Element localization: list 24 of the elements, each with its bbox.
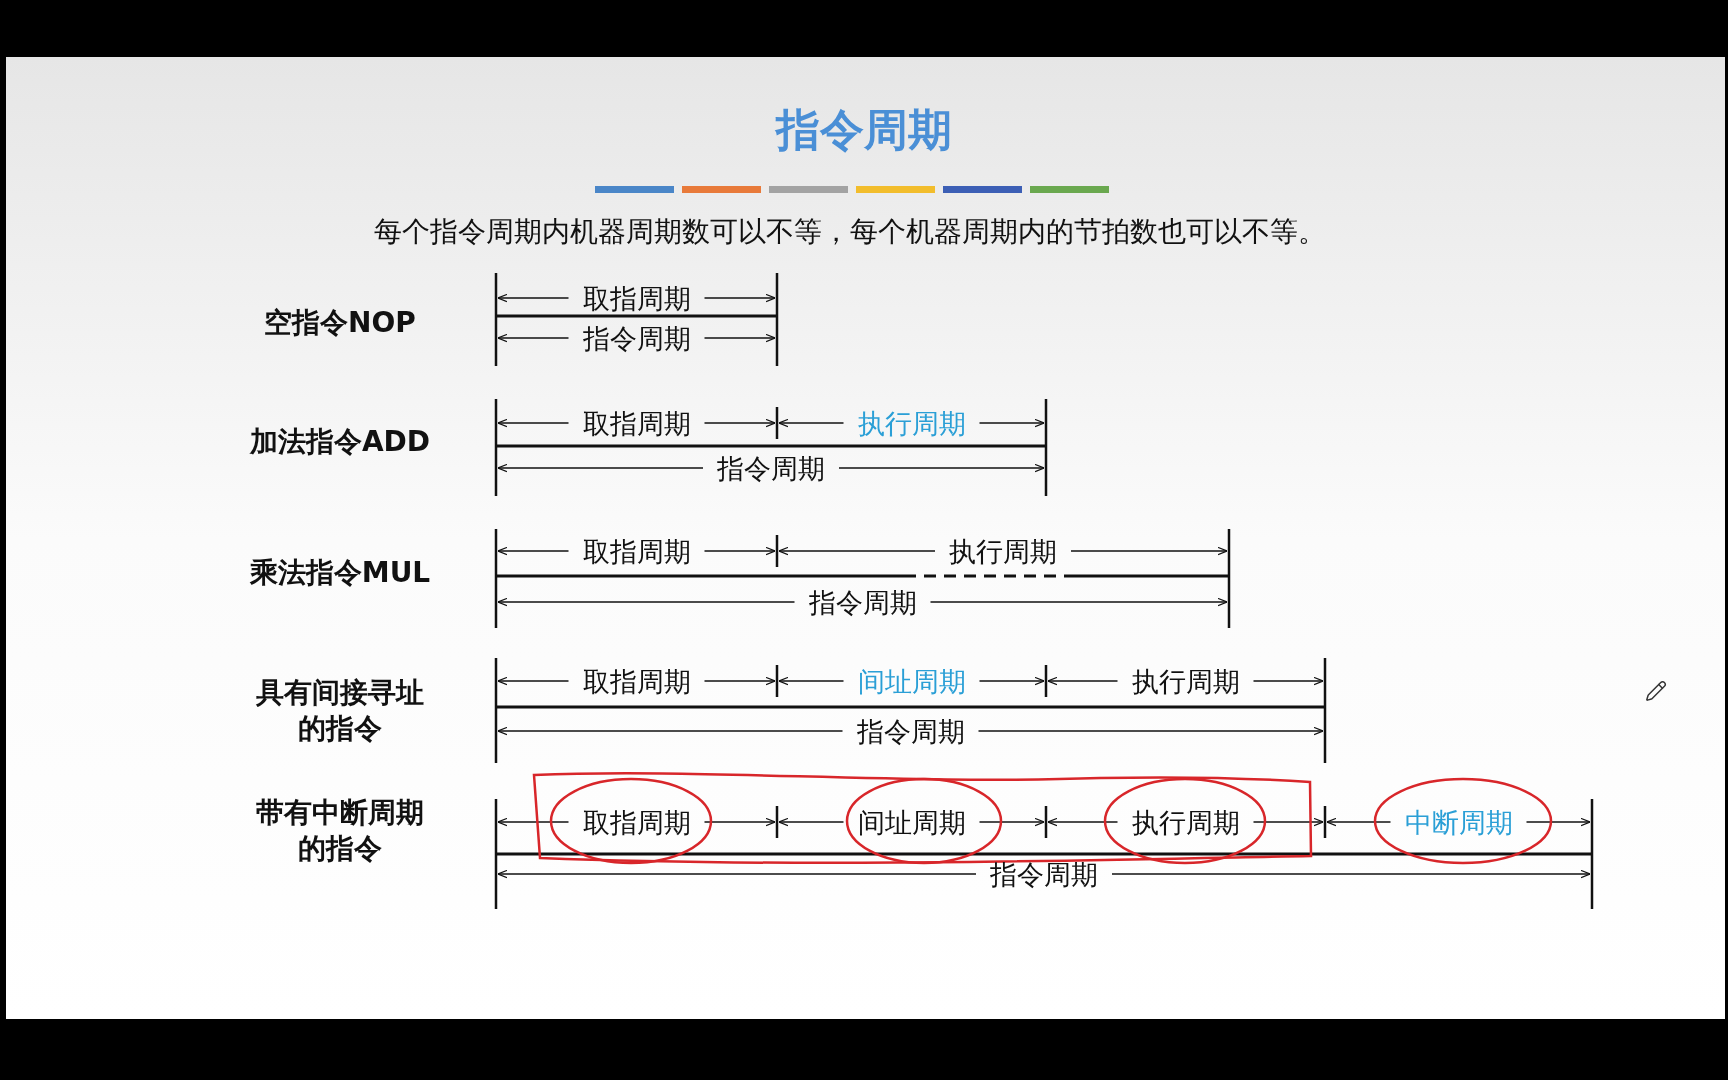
row-label: 具有间接寻址的指令 xyxy=(255,674,425,747)
row-label: 空指令NOP xyxy=(264,304,416,341)
description-text: 每个指令周期内机器周期数可以不等，每个机器周期内的节拍数也可以不等。 xyxy=(373,218,1327,246)
row-label: 乘法指令MUL xyxy=(249,554,431,591)
dimension-label: 指令周期 xyxy=(990,860,1098,888)
dimension-label: 间址周期 xyxy=(857,808,966,836)
dimension-label: 指令周期 xyxy=(582,324,691,352)
dimension-label: 执行周期 xyxy=(857,409,966,437)
dimension-label: 取指周期 xyxy=(582,667,691,695)
dimension-label: 中断周期 xyxy=(1404,808,1513,836)
row-label: 加法指令ADD xyxy=(249,423,431,460)
dimension-label: 指令周期 xyxy=(808,588,917,616)
dimension-label: 指令周期 xyxy=(717,454,825,482)
dimension-label: 取指周期 xyxy=(582,808,691,836)
dimension-label: 间址周期 xyxy=(857,667,966,695)
dimension-label: 执行周期 xyxy=(949,537,1057,565)
dimension-label: 取指周期 xyxy=(582,537,691,565)
dimension-label: 执行周期 xyxy=(1131,667,1240,695)
row-label: 带有中断周期的指令 xyxy=(255,794,425,867)
dimension-label: 取指周期 xyxy=(582,409,691,437)
dimension-label: 执行周期 xyxy=(1131,808,1240,836)
title: 指令周期 xyxy=(774,108,953,152)
dimension-label: 取指周期 xyxy=(582,284,691,312)
dimension-label: 指令周期 xyxy=(856,717,965,745)
